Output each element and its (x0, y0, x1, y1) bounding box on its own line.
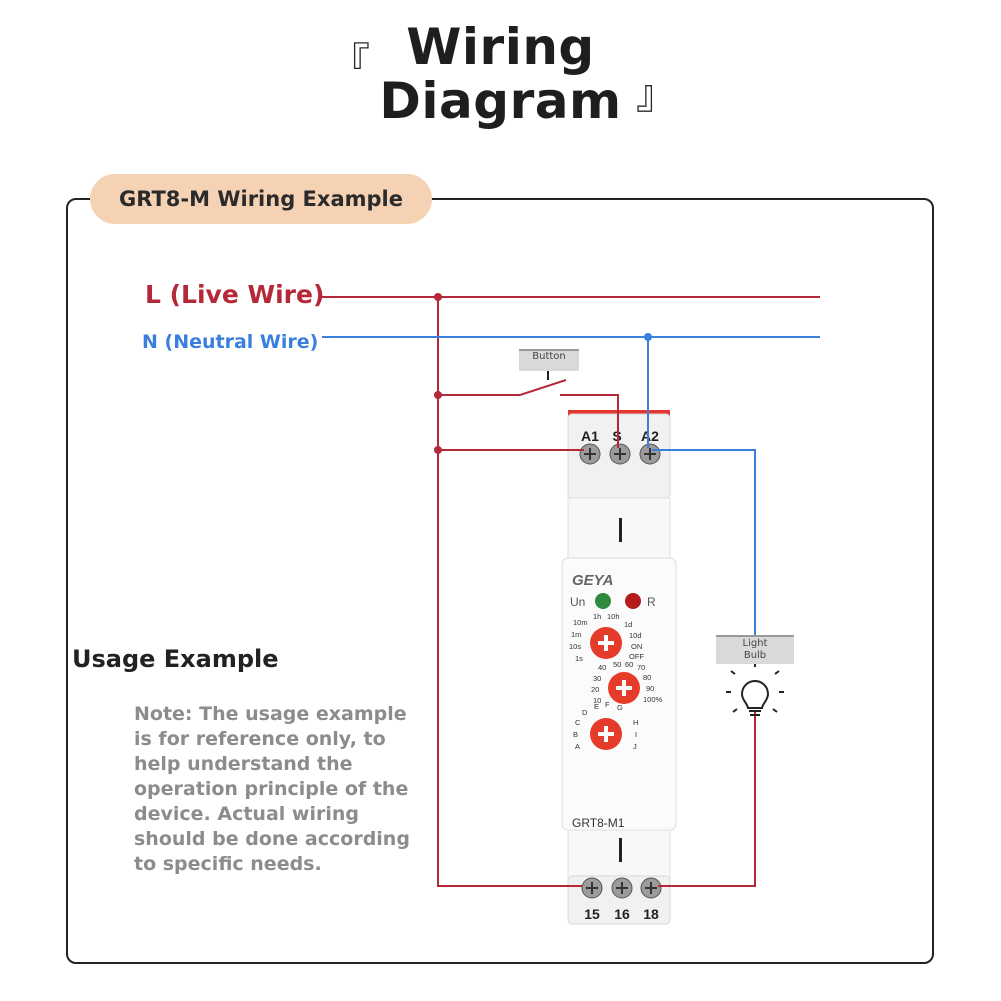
dial3-label-i: I (635, 730, 637, 739)
dial2-label-80: 80 (643, 673, 651, 682)
terminal-18-label: 18 (643, 906, 659, 922)
terminal-a2-label: A2 (641, 428, 659, 444)
usage-title: Usage Example (72, 645, 279, 673)
dial1-label-1h: 1h (593, 612, 601, 621)
usage-note: Note: The usage example is for reference… (134, 703, 410, 875)
dial3-label-g: G (617, 703, 623, 712)
terminal-15-label: 15 (584, 906, 600, 922)
dial2-label-40: 40 (598, 663, 606, 672)
dial1-label-1s: 1s (575, 654, 583, 663)
dial1-label-10d: 10d (629, 631, 642, 640)
live-wires (322, 296, 820, 887)
dial1-label-10s: 10s (569, 642, 581, 651)
dial3-label-f: F (605, 700, 610, 709)
dial1-label-1m: 1m (571, 630, 581, 639)
dial2-label-60: 60 (625, 660, 633, 669)
dial3-label-h: H (633, 718, 638, 727)
light-label-line1: Light (742, 638, 768, 649)
dial2-label-20: 20 (591, 685, 599, 694)
led-r (625, 593, 641, 609)
dial2-label-50: 50 (613, 660, 621, 669)
dial2-label-70: 70 (637, 663, 645, 672)
dial2-label-10: 10 (593, 696, 601, 705)
dial3-label-c: C (575, 718, 581, 727)
dial3-label-d: D (582, 708, 588, 717)
dial1-label-10m: 10m (573, 618, 588, 627)
dial1-label-on: ON (631, 642, 642, 651)
dial3-label-a: A (575, 742, 580, 751)
dial2-label-30: 30 (593, 674, 601, 683)
led-r-label: R (647, 595, 656, 609)
brand-logo: GEYA (572, 572, 613, 589)
dial1-label-off: OFF (629, 652, 644, 661)
dial2-label-90: 90 (646, 684, 654, 693)
terminal-16-label: 16 (614, 906, 630, 922)
neutral-wire-label: N (Neutral Wire) (142, 331, 319, 353)
relay-upper-slot (619, 518, 622, 542)
led-un-label: Un (570, 595, 585, 609)
relay-lower-slot (619, 838, 622, 862)
dial3-label-b: B (573, 730, 578, 739)
section-pill-label: GRT8-M Wiring Example (119, 187, 403, 211)
live-wire-label: L (Live Wire) (145, 280, 325, 309)
dial3-label-e: E (594, 702, 599, 711)
terminal-a1-label: A1 (581, 428, 599, 444)
led-un (595, 593, 611, 609)
button-label: Button (532, 351, 566, 362)
light-label-line2: Bulb (743, 650, 767, 661)
dial3-label-j: J (633, 742, 637, 751)
light-bulb-icon (726, 662, 784, 716)
diagram-frame (66, 198, 934, 964)
bracket-close: 』 (636, 72, 676, 118)
relay-device: A1 S A2 15 16 18 GEYA Un R 10m 1m 10s 1s… (561, 410, 677, 925)
page-title-line1: Wiring (406, 18, 595, 76)
bracket-open: 『 (330, 40, 370, 86)
dial1-label-10h: 10h (607, 612, 620, 621)
model-label: GRT8-M1 (572, 816, 625, 830)
dial2-label-100: 100% (643, 695, 663, 704)
button-tag: Button (519, 349, 579, 371)
light-bulb-tag: Light Bulb (716, 635, 794, 664)
neutral-wires (322, 336, 820, 645)
page-title-line2: Diagram (379, 72, 622, 130)
section-pill: GRT8-M Wiring Example (90, 174, 432, 224)
dial1-label-1d: 1d (624, 620, 632, 629)
